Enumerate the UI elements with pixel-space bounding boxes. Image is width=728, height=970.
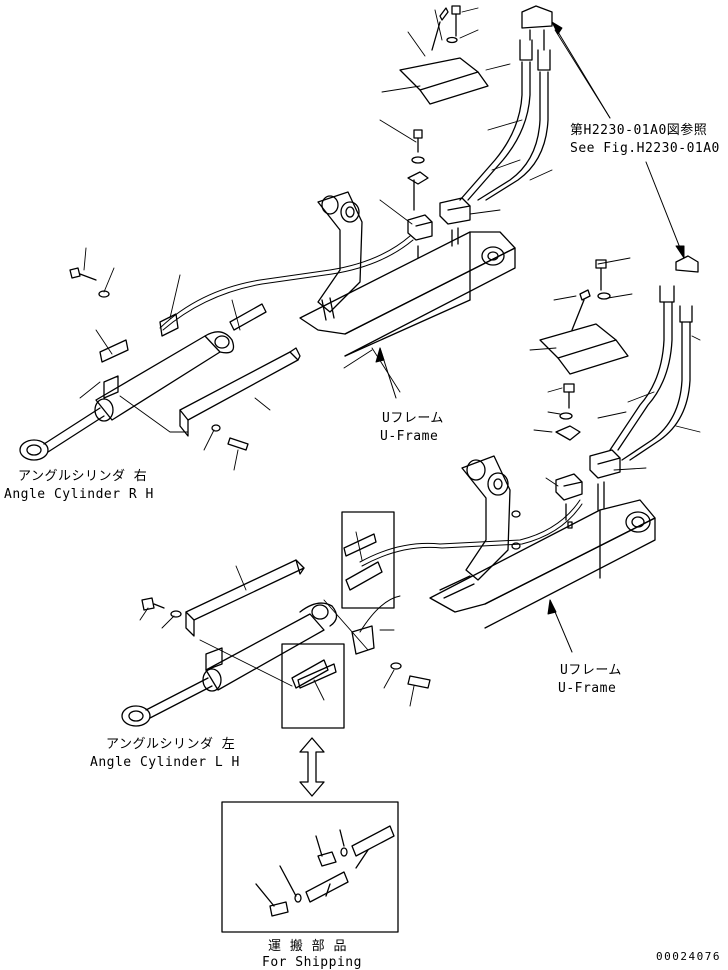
cylinder-rh-label-jp: アングルシリンダ 右	[18, 469, 148, 484]
ref-note-jp: 第H2230-01A0図参照	[570, 123, 708, 138]
ref-arrows	[375, 21, 685, 653]
upper-bracket	[399, 5, 489, 164]
upper-line	[159, 235, 414, 331]
u-frame-upper-label-jp: Uフレーム	[382, 411, 444, 426]
upper-fittings	[69, 267, 267, 451]
shipping-label-en: For Shipping	[262, 955, 362, 970]
lower-fittings	[141, 561, 431, 689]
u-frame-lower-label-jp: Uフレーム	[560, 663, 622, 678]
ref-note-en: See Fig.H2230-01A0	[570, 141, 720, 156]
u-frame-lower-label-en: U-Frame	[558, 681, 617, 696]
leader-lines-lower	[139, 257, 701, 707]
upper-hoses	[459, 5, 553, 201]
drawing-number: 00024076	[656, 950, 721, 963]
cylinder-rh-label-en: Angle Cylinder R H	[4, 487, 154, 502]
upper-clamps	[407, 171, 471, 259]
upper-guard	[179, 347, 301, 437]
lower-bracket	[539, 259, 629, 441]
shipping-callout	[281, 511, 395, 729]
angle-cylinder-lh	[121, 602, 338, 727]
shipping-label-jp: 運 搬 部 品	[268, 939, 347, 954]
lower-guard	[185, 559, 305, 637]
leader-lines-upper	[79, 7, 611, 471]
lower-line	[359, 499, 583, 633]
u-frame-lower	[429, 455, 656, 629]
lower-hoses	[609, 255, 699, 461]
cylinder-lh-label-jp: アングルシリンダ 左	[106, 737, 236, 752]
u-frame-upper	[299, 191, 516, 357]
lower-clamps	[555, 449, 621, 529]
double-arrow	[299, 737, 325, 797]
cylinder-lh-label-en: Angle Cylinder L H	[90, 755, 240, 770]
angle-cylinder-rh	[19, 313, 235, 461]
u-frame-upper-label-en: U-Frame	[380, 429, 439, 444]
shipping-box	[221, 801, 399, 933]
